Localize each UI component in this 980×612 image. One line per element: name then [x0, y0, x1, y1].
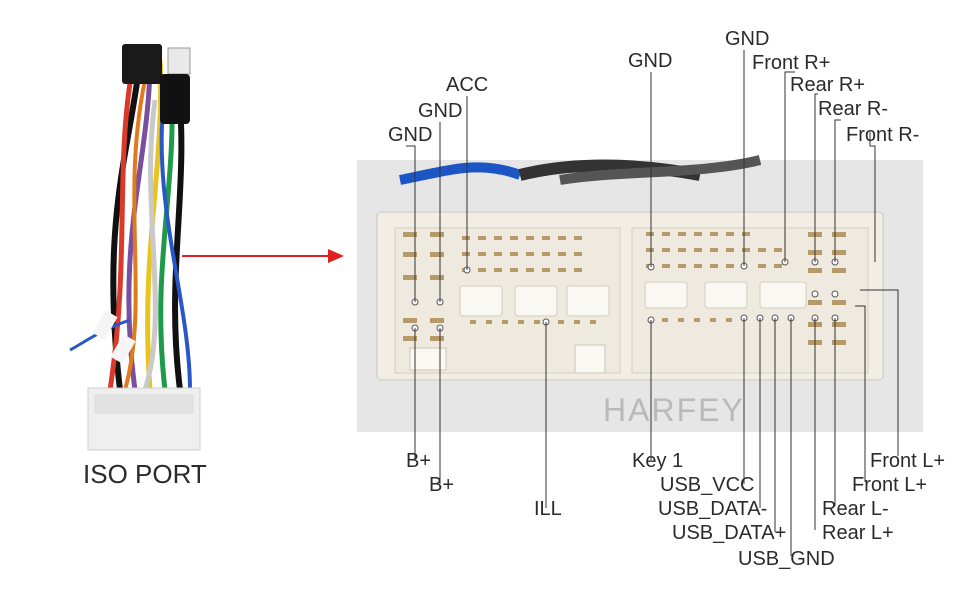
pin-label-usb-data-plus: USB_DATA+ — [672, 522, 787, 544]
pin-label-gnd-d: GND — [725, 28, 770, 50]
pin-label-acc: ACC — [446, 74, 489, 96]
pin-label-ill: ILL — [534, 498, 562, 520]
pin-label-b-plus-b: B+ — [429, 474, 455, 496]
pin-label-usb-gnd: USB_GND — [738, 548, 835, 570]
pin-label-usb-vcc: USB_VCC — [660, 474, 755, 496]
pin-label-rear-l-plus: Rear L+ — [822, 522, 894, 544]
pin-label-front-l-plus-b: Front L+ — [852, 474, 928, 496]
pin-label-front-l-plus-a: Front L+ — [870, 450, 946, 472]
leader-lines — [406, 50, 899, 556]
pin-label-rear-r-minus: Rear R- — [818, 98, 889, 120]
pin-label-b-plus-a: B+ — [406, 450, 432, 472]
iso-harness-image — [69, 44, 201, 451]
pin-label-front-r-minus: Front R- — [846, 124, 920, 146]
pin-label-rear-r-plus: Rear R+ — [790, 74, 866, 96]
pin-label-front-r-plus: Front R+ — [752, 52, 831, 74]
iso-port-label: ISO PORT — [83, 459, 207, 489]
connector-body — [376, 155, 884, 381]
pin-label-key1: Key 1 — [632, 450, 684, 472]
pin-label-gnd-b: GND — [418, 100, 463, 122]
watermark: HARFEY — [603, 392, 745, 428]
arrow-to-connector — [182, 249, 344, 263]
pin-label-rear-l-minus: Rear L- — [822, 498, 889, 520]
pin-label-usb-data-minus: USB_DATA- — [658, 498, 768, 520]
pin-label-gnd-a: GND — [388, 124, 433, 146]
pin-label-gnd-c: GND — [628, 50, 673, 72]
